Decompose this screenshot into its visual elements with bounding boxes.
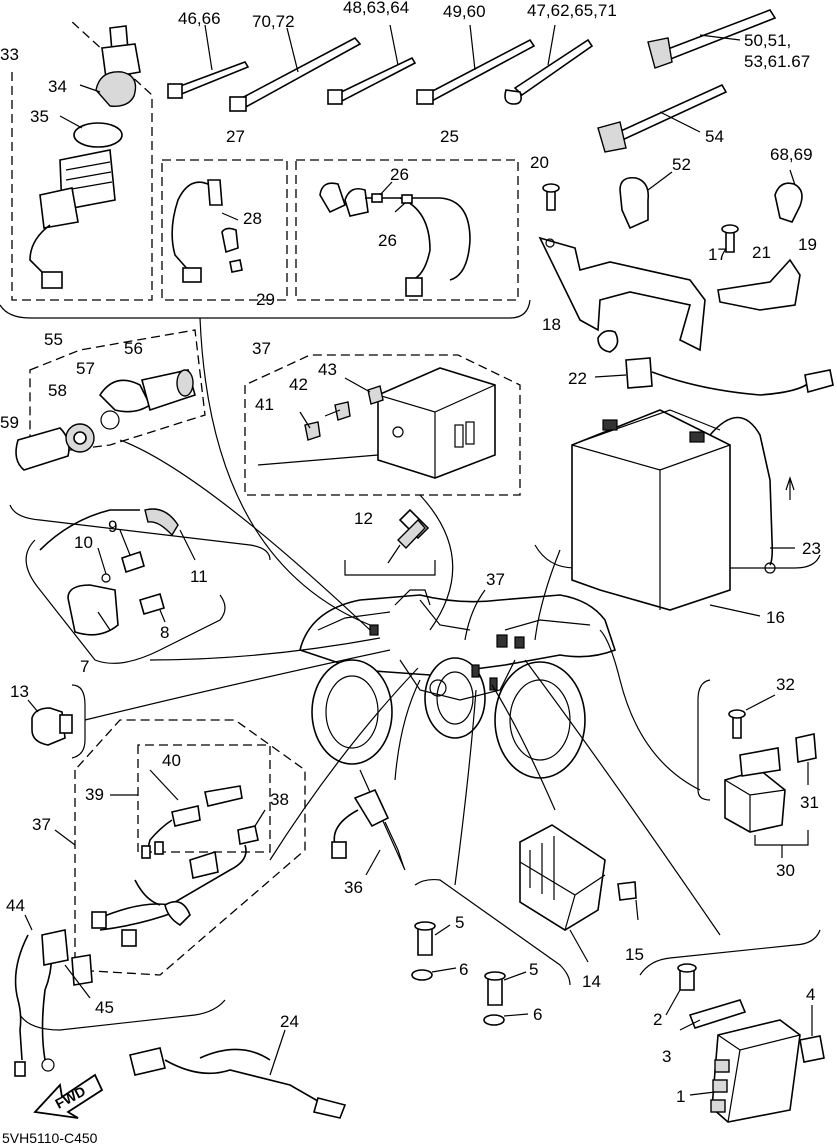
battery [571, 357, 834, 617]
starter-relay [724, 694, 817, 858]
callout: 50,51, [744, 31, 791, 50]
callout: 58 [48, 381, 67, 400]
callout: 4 [806, 985, 815, 1004]
callout: 12 [354, 509, 373, 528]
callout: 22 [568, 369, 587, 388]
callout: 53,61.67 [744, 52, 810, 71]
callout: 6 [533, 1005, 542, 1024]
callout: 43 [318, 360, 337, 379]
callout: 2 [653, 1010, 662, 1029]
callout: 41 [255, 395, 274, 414]
callout: 18 [542, 315, 561, 334]
callout: 68,69 [770, 145, 813, 164]
battery-bracket [538, 183, 801, 353]
callout: 33 [0, 45, 19, 64]
callout: 9 [108, 517, 117, 536]
callout: 7 [80, 657, 89, 676]
leader-lines [84, 317, 721, 936]
callout: 49,60 [443, 2, 486, 21]
callout: 5 [455, 913, 464, 932]
callout: 25 [440, 127, 459, 146]
callout: 37 [486, 570, 505, 589]
callout: 59 [0, 413, 19, 432]
callout: 29 [256, 290, 275, 309]
callout: 5 [529, 960, 538, 979]
callout: 39 [85, 785, 104, 804]
fuse-box [257, 367, 496, 479]
callout: 14 [582, 972, 601, 991]
callout: 56 [124, 339, 143, 358]
callout: 26 [378, 231, 397, 250]
callout: 30 [776, 861, 795, 880]
callout: 38 [270, 790, 289, 809]
callout: 3 [662, 1047, 671, 1066]
callout: 44 [6, 896, 25, 915]
callout: 47,62,65,71 [527, 1, 617, 20]
callout: 23 [802, 539, 821, 558]
callout: 16 [766, 608, 785, 627]
callout: 37 [32, 815, 51, 834]
callout: 36 [344, 878, 363, 897]
callout: 11 [190, 567, 208, 586]
wire-harness [54, 769, 266, 947]
callout: 26 [390, 165, 409, 184]
callout-labels: 33 34 35 46,66 70,72 48,63,64 49,60 47,6… [0, 0, 821, 1106]
callout: 34 [48, 77, 67, 96]
main-switch [29, 25, 141, 289]
cable-ties [167, 9, 803, 230]
cdi-unit [665, 963, 825, 1123]
callout: 55 [44, 330, 63, 349]
callout: 20 [530, 153, 549, 172]
callout: 48,63,64 [343, 0, 409, 17]
atv-vehicle [299, 589, 616, 779]
callout: 57 [76, 359, 95, 378]
callout: 32 [776, 675, 795, 694]
callout: 19 [798, 235, 817, 254]
neutral-switch [331, 788, 405, 876]
bolts-washers [411, 921, 529, 1026]
callout: 45 [95, 998, 114, 1017]
callout: 21 [752, 243, 771, 262]
callout: 37 [252, 339, 271, 358]
callout: 31 [800, 793, 819, 812]
rectifier-regulator [519, 824, 639, 963]
callout: 15 [625, 945, 644, 964]
callout: 10 [74, 533, 93, 552]
drawing-code: 5VH5110-C450 [2, 1130, 98, 1146]
callout: 54 [705, 127, 724, 146]
speed-sensor [27, 699, 73, 746]
callout: 42 [289, 375, 308, 394]
callout: 1 [676, 1087, 685, 1106]
callout: 17 [708, 245, 727, 264]
callout: 40 [162, 751, 181, 770]
callout: 35 [30, 107, 49, 126]
ignition-coil [39, 508, 196, 636]
callout: 6 [459, 960, 468, 979]
lead-wires [14, 914, 347, 1119]
callout: 52 [672, 155, 691, 174]
sensor-lead [171, 179, 243, 283]
callout: 8 [160, 623, 169, 642]
dc-socket [15, 369, 196, 471]
sub-harness [319, 181, 471, 297]
callout: 70,72 [252, 12, 295, 31]
callout: 13 [10, 682, 29, 701]
spark-plug [387, 508, 430, 564]
callout: 27 [226, 127, 245, 146]
callout: 28 [243, 209, 262, 228]
callout: 46,66 [178, 9, 221, 28]
callout: 24 [280, 1012, 299, 1031]
fwd-arrow: FWD [33, 1073, 104, 1119]
